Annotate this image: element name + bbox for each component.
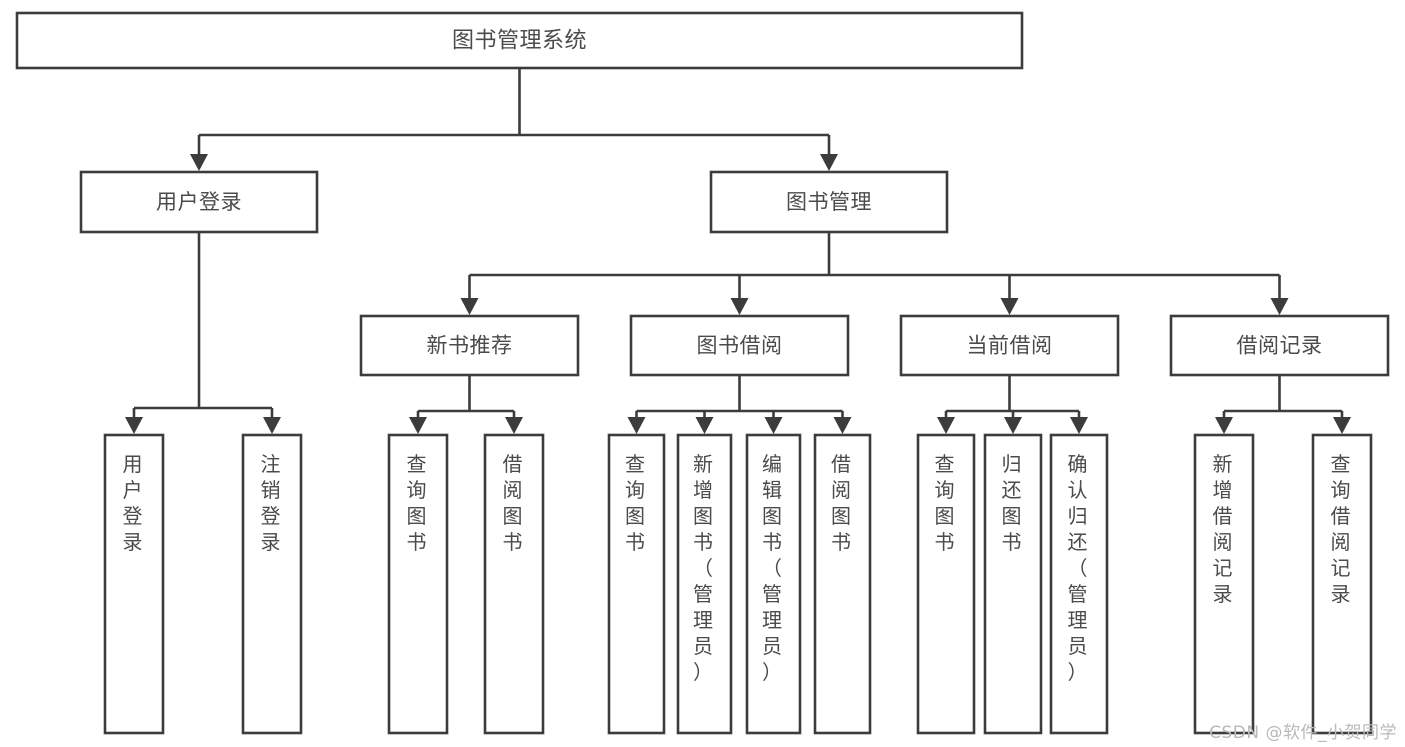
node-label: 查询图书 <box>625 452 648 554</box>
node-leaf-查询图书[interactable]: 查询图书 <box>916 433 976 735</box>
node-box <box>241 433 303 735</box>
node-box <box>103 433 165 735</box>
arrow-head-icon <box>1070 417 1088 434</box>
node-box <box>15 11 1024 70</box>
node-label: 用户登录 <box>123 452 146 554</box>
node-box <box>483 433 545 735</box>
node-branch-新书推荐[interactable]: 新书推荐 <box>359 314 580 377</box>
node-label: 编辑图书（管理员） <box>762 452 785 684</box>
node-leaf-归还图书[interactable]: 归还图书 <box>983 433 1043 735</box>
node-box <box>629 314 850 377</box>
arrow-head-icon <box>627 417 646 434</box>
node-label: 新书推荐 <box>427 334 513 358</box>
node-layer: 图书管理系统用户登录图书管理新书推荐图书借阅当前借阅借阅记录用户登录注销登录查询… <box>15 11 1390 735</box>
node-branch-当前借阅[interactable]: 当前借阅 <box>899 314 1120 377</box>
node-box <box>1193 433 1255 735</box>
arrow-head-icon <box>1270 298 1289 315</box>
node-label: 查询图书 <box>407 452 430 554</box>
node-box <box>745 433 802 735</box>
node-label: 查询图书 <box>935 452 958 554</box>
node-leaf-用户登录[interactable]: 用户登录 <box>103 433 165 735</box>
node-branch-图书管理[interactable]: 图书管理 <box>709 170 949 234</box>
node-box <box>983 433 1043 735</box>
node-box <box>1049 433 1109 735</box>
node-leaf-查询图书[interactable]: 查询图书 <box>607 433 666 735</box>
arrow-head-icon <box>764 417 783 434</box>
node-leaf-注销登录[interactable]: 注销登录 <box>241 433 303 735</box>
node-label: 新增借阅记录 <box>1213 452 1236 606</box>
arrow-head-icon <box>1333 417 1351 434</box>
node-label: 新增图书（管理员） <box>693 452 716 684</box>
arrow-head-icon <box>263 417 281 434</box>
arrow-head-icon <box>460 298 479 315</box>
node-label: 归还图书 <box>1002 452 1025 554</box>
node-label: 确认归还（管理员） <box>1068 452 1091 684</box>
node-leaf-新增图书管理员[interactable]: 新增图书（管理员） <box>676 433 733 735</box>
node-leaf-查询借阅记录[interactable]: 查询借阅记录 <box>1311 433 1373 735</box>
node-box <box>1169 314 1390 377</box>
node-box <box>709 170 949 234</box>
node-box <box>916 433 976 735</box>
connector-layer <box>125 68 1351 434</box>
node-label: 图书管理 <box>786 190 872 214</box>
node-label: 查询借阅记录 <box>1331 452 1354 606</box>
node-box <box>387 433 449 735</box>
node-box <box>676 433 733 735</box>
arrow-head-icon <box>409 417 427 434</box>
node-label: 借阅图书 <box>503 452 526 554</box>
node-leaf-借阅图书[interactable]: 借阅图书 <box>813 433 872 735</box>
arrow-head-icon <box>190 154 208 171</box>
node-leaf-查询图书[interactable]: 查询图书 <box>387 433 449 735</box>
arrow-head-icon <box>1215 417 1233 434</box>
arrow-head-icon <box>1004 417 1022 434</box>
node-box <box>79 170 319 234</box>
node-root-图书管理系统[interactable]: 图书管理系统 <box>15 11 1024 70</box>
node-branch-图书借阅[interactable]: 图书借阅 <box>629 314 850 377</box>
arrow-head-icon <box>937 417 955 434</box>
arrow-head-icon <box>125 417 143 434</box>
node-leaf-借阅图书[interactable]: 借阅图书 <box>483 433 545 735</box>
arrow-head-icon <box>833 417 852 434</box>
node-box <box>899 314 1120 377</box>
node-label: 用户登录 <box>156 190 242 214</box>
node-label: 图书借阅 <box>697 334 783 358</box>
arrow-head-icon <box>505 417 523 434</box>
arrow-head-icon <box>1000 298 1019 315</box>
arrow-head-icon <box>695 417 714 434</box>
node-label: 图书管理系统 <box>452 29 587 54</box>
node-leaf-编辑图书管理员[interactable]: 编辑图书（管理员） <box>745 433 802 735</box>
node-box <box>1311 433 1373 735</box>
node-leaf-确认归还管理员[interactable]: 确认归还（管理员） <box>1049 433 1109 735</box>
node-branch-用户登录[interactable]: 用户登录 <box>79 170 319 234</box>
node-leaf-新增借阅记录[interactable]: 新增借阅记录 <box>1193 433 1255 735</box>
node-label: 借阅图书 <box>831 452 854 554</box>
node-box <box>607 433 666 735</box>
node-label: 注销登录 <box>261 452 284 554</box>
node-label: 当前借阅 <box>967 334 1053 358</box>
arrow-head-icon <box>820 154 838 171</box>
node-branch-借阅记录[interactable]: 借阅记录 <box>1169 314 1390 377</box>
node-box <box>359 314 580 377</box>
node-box <box>813 433 872 735</box>
arrow-head-icon <box>730 298 749 315</box>
node-label: 借阅记录 <box>1237 334 1323 358</box>
